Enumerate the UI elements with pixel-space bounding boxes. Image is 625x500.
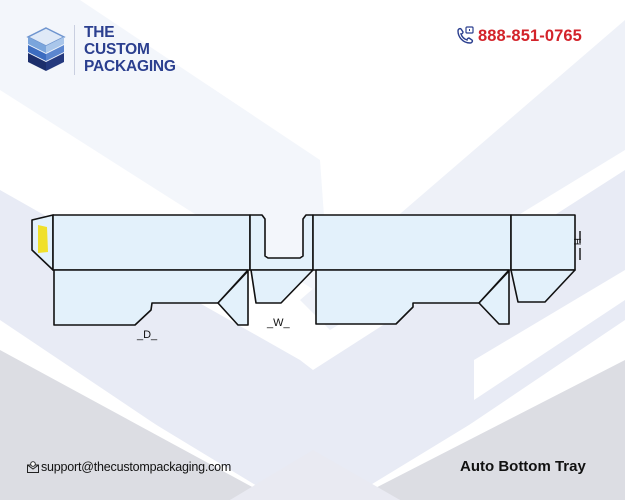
logo-divider bbox=[74, 24, 75, 75]
depth-label: _D_ bbox=[137, 329, 158, 341]
height-label: H bbox=[571, 238, 582, 246]
bottom-flap-3 bbox=[510, 269, 576, 303]
glue-patch bbox=[38, 225, 48, 253]
stacked-cube-logo-icon bbox=[26, 26, 66, 71]
logo-line-3: PACKAGING bbox=[84, 58, 176, 75]
end-panel-2 bbox=[510, 214, 576, 271]
end-panel-w bbox=[249, 214, 314, 271]
email-contact[interactable]: support@thecustompackaging.com bbox=[27, 460, 231, 474]
phone-contact[interactable]: 888-851-0765 bbox=[455, 26, 582, 46]
dust-flap-1 bbox=[217, 270, 249, 326]
email-address: support@thecustompackaging.com bbox=[41, 460, 232, 474]
dust-flap-2 bbox=[478, 270, 510, 325]
bottom-flap-2 bbox=[315, 269, 510, 325]
phone-icon bbox=[457, 26, 474, 44]
product-title: Auto Bottom Tray bbox=[460, 458, 586, 475]
side-panel-1 bbox=[52, 214, 251, 271]
width-label: _W_ bbox=[267, 317, 290, 329]
logo-wordmark: THE CUSTOM PACKAGING bbox=[84, 24, 176, 75]
mail-icon bbox=[27, 461, 39, 473]
bottom-flap-w bbox=[250, 269, 314, 304]
brand-logo[interactable]: THE CUSTOM PACKAGING bbox=[26, 24, 176, 75]
logo-line-2: CUSTOM bbox=[84, 41, 150, 58]
side-panel-2 bbox=[312, 214, 512, 271]
logo-line-1: THE bbox=[84, 24, 115, 41]
bottom-flap-1 bbox=[53, 269, 249, 326]
phone-number: 888-851-0765 bbox=[478, 26, 582, 45]
